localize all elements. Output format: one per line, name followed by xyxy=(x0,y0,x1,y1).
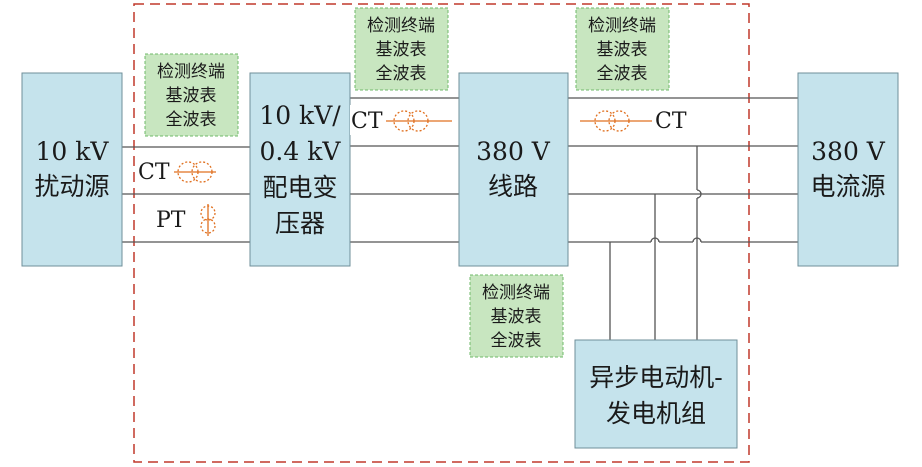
line-block-line-1: 380 V xyxy=(476,137,551,166)
pt-left-label: PT xyxy=(156,208,186,233)
note-left-line-1: 检测终端 xyxy=(157,62,225,82)
transformer-block-line-4: 压器 xyxy=(275,209,325,238)
note-bottom-mid-line-2: 基波表 xyxy=(491,307,542,327)
note-top-right-line-1: 检测终端 xyxy=(588,16,656,36)
current-source-block-line-2: 电流源 xyxy=(810,172,885,201)
motor-feeder-lines xyxy=(609,146,702,340)
current-transformer-icon xyxy=(580,110,652,132)
note-top-mid: 检测终端 基波表 全波表 xyxy=(354,7,449,91)
source-block-line-1: 10 kV xyxy=(36,137,110,166)
current-transformer-icon xyxy=(174,161,216,183)
source-block-line-2: 扰动源 xyxy=(34,172,109,201)
current-source-block: 380 V 电流源 xyxy=(797,72,899,267)
bus-lines-trafo-to-line xyxy=(350,97,459,243)
ct-left-label: CT xyxy=(138,160,170,185)
ct-mid: CT xyxy=(350,105,452,135)
note-top-mid-line-2: 基波表 xyxy=(376,40,427,60)
ct-right: CT xyxy=(580,109,687,134)
pt-left: PT xyxy=(154,204,216,236)
note-bottom-mid: 检测终端 基波表 全波表 xyxy=(469,274,564,358)
transformer-block-line-2: 0.4 kV xyxy=(260,137,342,166)
line-block: 380 V 线路 xyxy=(458,72,569,267)
note-top-right: 检测终端 基波表 全波表 xyxy=(575,7,670,91)
transformer-block-line-3: 配电变 xyxy=(262,173,337,202)
ct-mid-label: CT xyxy=(351,109,383,134)
note-left-line-3: 全波表 xyxy=(166,110,217,130)
note-bottom-mid-line-3: 全波表 xyxy=(491,331,542,351)
test-boundary xyxy=(133,3,750,463)
current-source-block-line-1: 380 V xyxy=(811,137,886,166)
note-left: 检测终端 基波表 全波表 xyxy=(144,53,239,137)
ct-right-label: CT xyxy=(655,109,687,134)
transformer-block: 10 kV/ 0.4 kV 配电变 压器 xyxy=(249,72,351,267)
current-transformer-icon xyxy=(386,110,452,132)
line-block-line-2: 线路 xyxy=(488,172,538,201)
note-left-line-2: 基波表 xyxy=(166,86,217,106)
motor-set-block: 异步电动机- 发电机组 xyxy=(574,339,738,449)
note-top-mid-line-3: 全波表 xyxy=(376,64,427,84)
potential-transformer-icon xyxy=(200,204,216,236)
note-top-right-line-3: 全波表 xyxy=(597,64,648,84)
motor-set-block-line-1: 异步电动机- xyxy=(589,363,722,392)
note-top-mid-line-1: 检测终端 xyxy=(367,16,435,36)
note-top-right-line-2: 基波表 xyxy=(597,40,648,60)
ct-left: CT xyxy=(136,156,216,186)
source-block: 10 kV 扰动源 xyxy=(21,72,123,267)
bus-lines-10kv xyxy=(122,146,250,243)
motor-set-block-line-2: 发电机组 xyxy=(606,399,706,428)
transformer-block-line-1: 10 kV/ xyxy=(259,101,341,130)
note-bottom-mid-line-1: 检测终端 xyxy=(482,283,550,303)
